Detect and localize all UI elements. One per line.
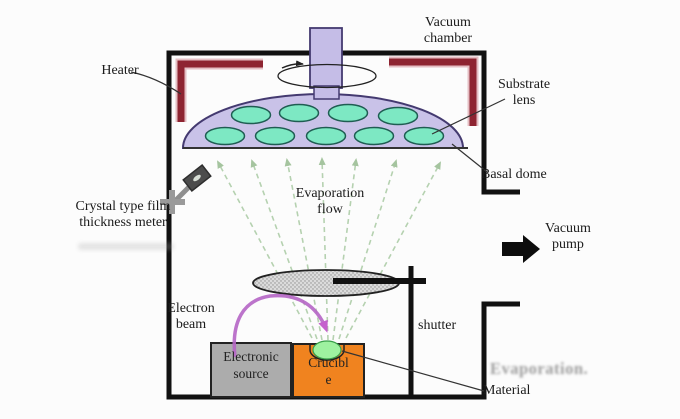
rotation-shaft-neck	[313, 85, 340, 100]
basal-dome-label: Basal dome	[481, 167, 547, 182]
vacuum-pump-label-line2: pump	[552, 237, 584, 252]
crucible-label-line1: Crucibl	[308, 355, 349, 370]
substrate-lens	[403, 126, 445, 146]
evaporation-watermark: Evaporation.	[490, 359, 589, 378]
flow-arrow	[338, 159, 398, 340]
crystal-meter-label-line1: Crystal type film	[75, 199, 171, 214]
evaporation-flow-label: Evaporation flow	[288, 186, 372, 218]
vacuum-chamber-label-line2: chamber	[423, 31, 473, 46]
crystal-meter-label: Crystal type film thickness meter	[50, 199, 196, 231]
electron-beam-label-line2: beam	[175, 317, 207, 332]
flow-arrow	[250, 159, 318, 340]
scan-smudge	[78, 243, 174, 250]
substrate-lens-label-line1: Substrate	[497, 77, 551, 92]
flow-arrow	[318, 157, 329, 341]
substrate-lens	[230, 105, 272, 125]
electron-beam-arrow	[232, 293, 328, 358]
crystal-sensor-head	[182, 164, 212, 192]
electron-beam-label-line1: Electron	[167, 301, 215, 316]
vacuum-pump-label-line1: Vacuum	[545, 221, 591, 236]
heater-leader-line	[130, 71, 182, 95]
substrate-lens	[254, 126, 296, 146]
electronic-source-label-line1: Electronic	[223, 349, 279, 364]
rotation-arrow-icon	[281, 60, 304, 69]
rotation-indicator	[277, 63, 377, 89]
evaporation-flow-arrows	[217, 157, 441, 341]
heater-right-bar	[389, 58, 477, 126]
basal-dome-leader-line	[451, 143, 488, 173]
substrate-lens-label: Substrate lens	[486, 77, 562, 109]
shutter-label: shutter	[418, 318, 457, 333]
flow-arrow	[345, 161, 441, 339]
substrate-lens	[204, 126, 246, 146]
evaporation-flow-label-line1: Evaporation	[295, 186, 365, 201]
heater-label: Heater	[101, 63, 139, 78]
substrate-lens-leader-line	[431, 98, 506, 135]
crystal-meter-label-line2: thickness meter	[79, 215, 167, 230]
substrate-lenses	[204, 103, 445, 146]
rotation-shaft	[309, 27, 343, 89]
crucible-label: Crucibl e	[293, 354, 364, 388]
flow-arrow	[332, 158, 359, 341]
substrate-lens	[278, 103, 320, 123]
electronic-source-label: Electronic source	[211, 348, 291, 382]
substrate-lens	[353, 126, 395, 146]
electron-beam-label: Electron beam	[158, 301, 224, 333]
material-leader-line	[341, 350, 485, 392]
substrate-lens	[377, 106, 419, 126]
flow-arrow	[217, 160, 313, 339]
vacuum-pump-label: Vacuum pump	[537, 221, 599, 253]
evaporation-flow-label-line2: flow	[317, 202, 343, 217]
crucible-notch	[309, 345, 345, 361]
heater-left-bar	[177, 60, 263, 122]
electronic-source-label-line2: source	[233, 366, 269, 381]
crucible-label-line2: e	[325, 372, 332, 387]
electronic-source-box	[210, 342, 292, 398]
substrate-lens	[305, 126, 347, 146]
vacuum-chamber-label-line1: Vacuum	[425, 15, 471, 30]
vacuum-pump-arrow-icon	[502, 235, 540, 263]
substrate-lens-label-line2: lens	[512, 93, 536, 108]
evaporation-material	[312, 340, 342, 360]
material-label: Material	[483, 383, 531, 398]
vacuum-chamber-label: Vacuum chamber	[408, 15, 488, 47]
substrate-lens	[327, 103, 369, 123]
